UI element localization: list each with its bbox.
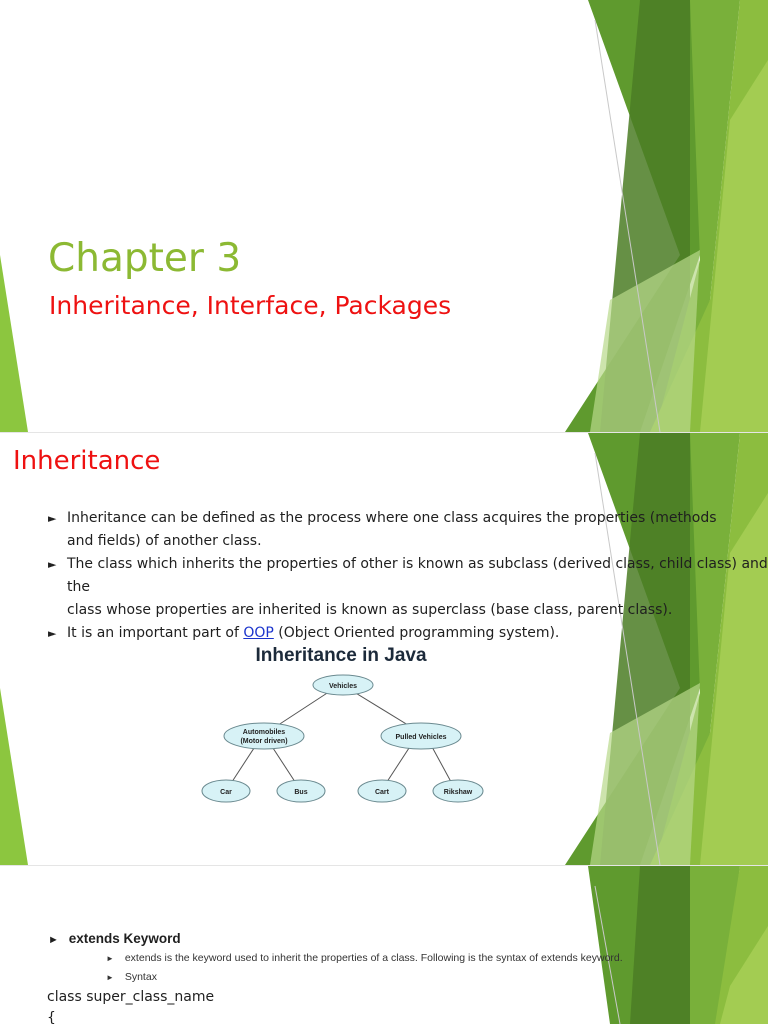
chapter-subtitle: Inheritance, Interface, Packages (49, 291, 452, 320)
extends-heading: extends Keyword (68, 931, 181, 946)
bullet-item: ► Inheritance can be defined as the proc… (48, 507, 768, 553)
slide-inheritance: Inheritance ► Inheritance can be defined… (0, 433, 768, 865)
slide-divider (0, 432, 768, 433)
green-facet-decoration (588, 866, 768, 1024)
green-facet-decoration (0, 433, 768, 865)
slide-title: Chapter 3 Inheritance, Interface, Packag… (0, 0, 768, 432)
node-automobiles: Automobiles (Motor driven) (223, 722, 305, 750)
bullet-arrow-icon: ► (106, 973, 114, 982)
bullet-list: ► Inheritance can be defined as the proc… (48, 507, 768, 645)
svg-text:Automobiles: Automobiles (243, 729, 285, 736)
bullet-item: ► It is an important part of OOP (Object… (48, 622, 768, 645)
bullet-arrow-icon: ► (48, 558, 57, 571)
svg-text:Car: Car (220, 789, 232, 796)
node-rikshaw: Rikshaw (432, 779, 484, 803)
node-cart: Cart (357, 779, 407, 803)
bullet-arrow-icon: ► (48, 627, 57, 640)
svg-text:Bus: Bus (294, 789, 307, 796)
bullet-arrow-icon: ► (48, 934, 59, 946)
inheritance-diagram: Inheritance in Java Vehicles Automobiles… (201, 645, 484, 803)
bullet-arrow-icon: ► (106, 954, 114, 963)
bullet-arrow-icon: ► (48, 512, 57, 525)
node-pulled-vehicles: Pulled Vehicles (380, 722, 462, 750)
svg-text:Cart: Cart (375, 789, 390, 796)
sub-bullet: ► Syntax (106, 971, 157, 983)
node-bus: Bus (276, 779, 326, 803)
code-line: class super_class_name (47, 989, 215, 1005)
svg-text:Rikshaw: Rikshaw (444, 789, 473, 796)
svg-text:Pulled Vehicles: Pulled Vehicles (396, 734, 447, 741)
slide-extends: ► extends Keyword ► extends is the keywo… (0, 866, 768, 1024)
svg-text:Vehicles: Vehicles (329, 683, 357, 690)
diagram-title: Inheritance in Java (255, 645, 427, 666)
bullet-item: ► The class which inherits the propertie… (48, 553, 768, 622)
oop-link[interactable]: OOP (243, 625, 274, 641)
code-line: { (47, 1010, 56, 1024)
extends-block: ► extends Keyword (48, 930, 181, 946)
section-title: Inheritance (13, 446, 161, 476)
sub-bullet: ► extends is the keyword used to inherit… (106, 952, 623, 964)
slide-divider (0, 865, 768, 866)
svg-text:(Motor driven): (Motor driven) (240, 738, 287, 745)
chapter-title: Chapter 3 (48, 236, 242, 281)
node-vehicles: Vehicles (312, 674, 374, 696)
node-car: Car (201, 779, 251, 803)
green-facet-decoration (0, 0, 768, 432)
